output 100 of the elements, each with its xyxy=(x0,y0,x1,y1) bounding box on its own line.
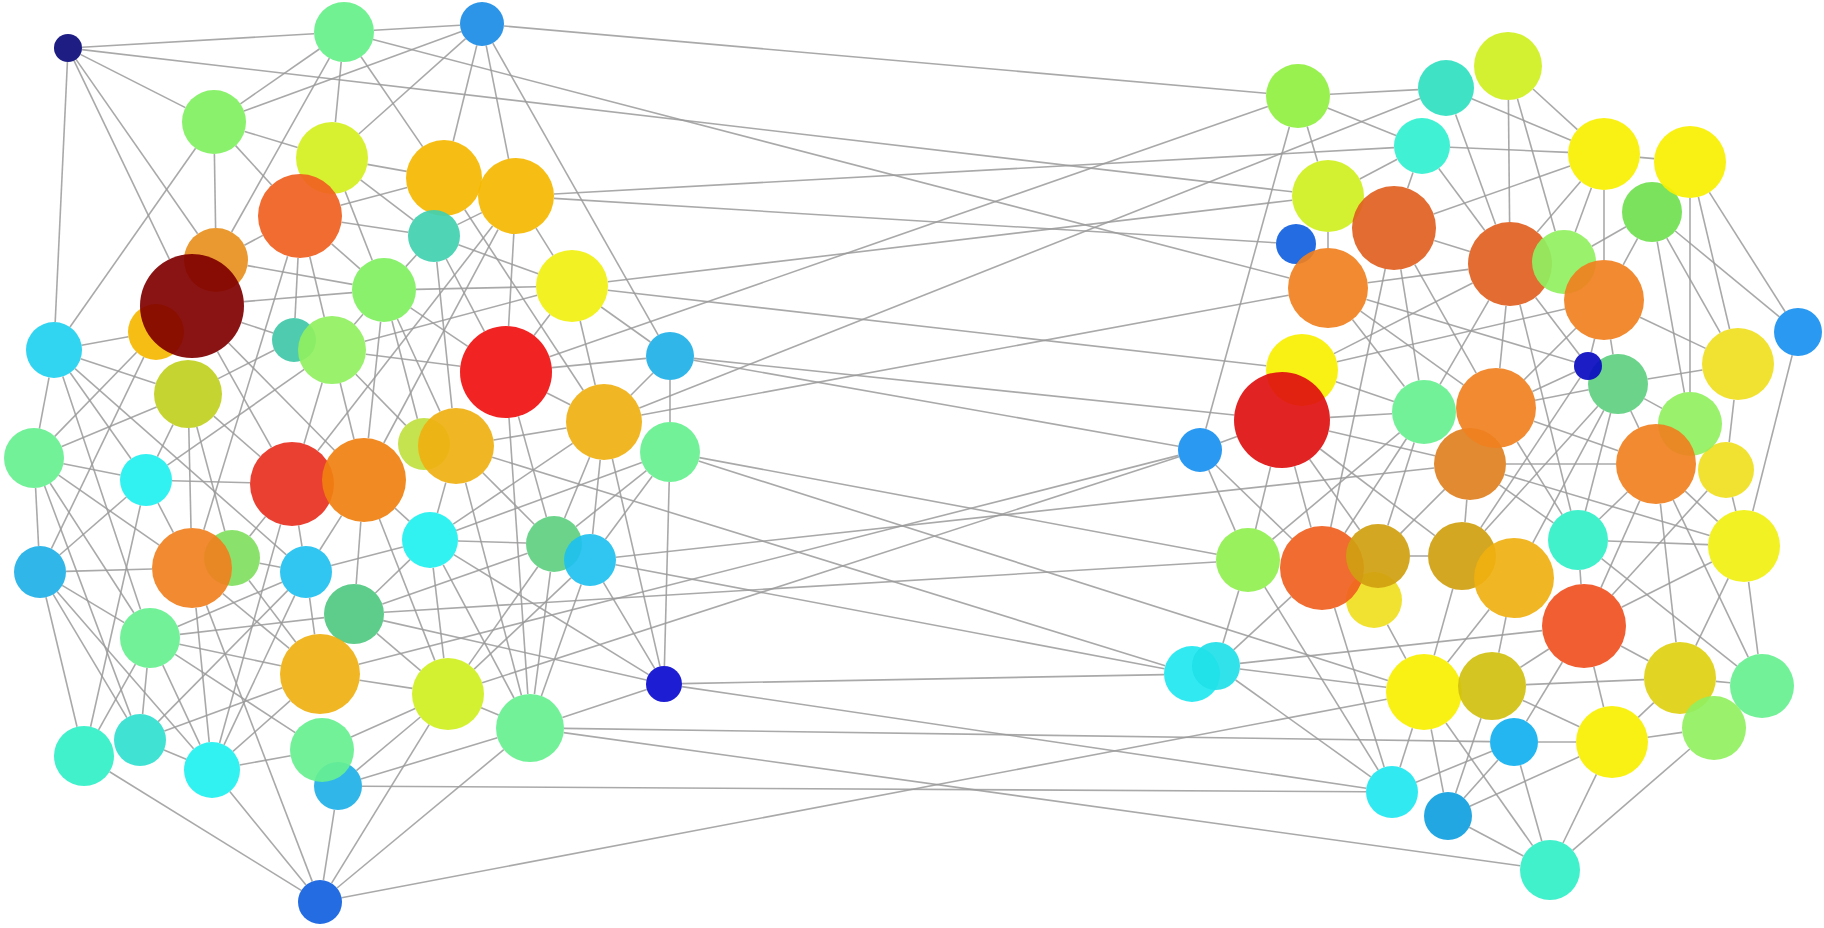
edge-line xyxy=(339,186,408,206)
edge-line xyxy=(229,790,307,886)
network-node xyxy=(1474,538,1554,618)
edge-line xyxy=(394,507,410,522)
edge-line xyxy=(1611,490,1708,596)
edge-line xyxy=(1308,458,1361,531)
edge-line xyxy=(604,475,653,540)
edge-line xyxy=(322,809,336,881)
edge-line xyxy=(157,502,175,534)
edge-line xyxy=(361,785,1367,793)
edge-line xyxy=(1507,99,1511,223)
edge-line xyxy=(246,264,354,286)
network-node xyxy=(646,332,694,380)
edge-line xyxy=(607,199,1293,283)
edge-line xyxy=(630,372,654,396)
edge-line xyxy=(1519,764,1543,842)
edge-line xyxy=(366,163,408,173)
edge-line xyxy=(1609,338,1614,356)
edge-line xyxy=(551,357,647,369)
edge-line xyxy=(179,616,325,636)
edge-line xyxy=(1646,731,1683,738)
network-node xyxy=(1280,526,1364,610)
edge-line xyxy=(508,417,529,695)
edge-line xyxy=(452,442,574,525)
edge-line xyxy=(1531,371,1576,393)
edge-line xyxy=(1205,126,1291,430)
edge-line xyxy=(243,30,463,112)
edge-line xyxy=(373,24,461,31)
edge-line xyxy=(223,594,296,746)
network-node xyxy=(1574,352,1602,380)
network-node xyxy=(154,360,222,428)
edge-line xyxy=(517,415,548,518)
edge-line xyxy=(178,643,282,667)
edge-line xyxy=(359,179,415,221)
edge-line xyxy=(1659,503,1677,643)
edge-line xyxy=(52,593,128,719)
edge-line xyxy=(1672,499,1749,658)
edge-line xyxy=(1728,399,1735,443)
network-node xyxy=(1520,840,1580,900)
edge-line xyxy=(353,313,364,326)
network-node xyxy=(1456,368,1536,448)
edge-line xyxy=(507,233,515,327)
edge-line xyxy=(1600,499,1641,589)
edge-line xyxy=(1454,113,1497,226)
edge-line xyxy=(553,146,1395,195)
edge-line xyxy=(457,540,527,544)
edge-line xyxy=(65,568,153,573)
edge-line xyxy=(1536,180,1582,233)
edge-line xyxy=(232,699,291,753)
edge-line xyxy=(1598,491,1629,520)
edge-line xyxy=(74,367,288,556)
edge-line xyxy=(1264,586,1379,771)
edge-line xyxy=(1409,555,1429,557)
edge-line xyxy=(1534,296,1581,356)
network-node xyxy=(26,322,82,378)
network-node xyxy=(1682,696,1746,760)
network-node xyxy=(1588,354,1648,414)
edge-line xyxy=(216,350,273,449)
network-node xyxy=(1490,718,1538,766)
edge-line xyxy=(1697,196,1731,330)
edge-line xyxy=(157,589,289,723)
edge-line xyxy=(1674,230,1781,318)
edge-line xyxy=(294,257,299,319)
edge-line xyxy=(1731,496,1737,512)
edge-line xyxy=(698,456,1218,555)
network-node xyxy=(418,408,494,484)
edge-line xyxy=(358,679,414,690)
edge-line xyxy=(396,318,441,413)
edge-line xyxy=(1579,569,1582,585)
edge-line xyxy=(1600,557,1738,667)
network-node xyxy=(1178,428,1222,472)
network-node xyxy=(114,714,166,766)
edge-line xyxy=(383,561,1217,613)
network-node xyxy=(1394,118,1450,174)
edge-line xyxy=(533,313,551,337)
network-node xyxy=(54,34,82,62)
network-node xyxy=(646,666,682,702)
edge-line xyxy=(1329,88,1419,95)
network-node xyxy=(298,880,342,924)
edge-line xyxy=(1344,438,1408,534)
edge-line xyxy=(1469,756,1580,807)
edge-line xyxy=(1534,389,1590,401)
edge-line xyxy=(607,289,1267,367)
edge-line xyxy=(1574,187,1593,233)
edge-line xyxy=(364,294,538,342)
edge-line xyxy=(243,234,264,246)
edge-line xyxy=(319,514,343,551)
edge-line xyxy=(1503,473,1711,537)
edge-line xyxy=(367,321,382,439)
edge-line xyxy=(1747,581,1759,655)
edge-line xyxy=(1406,171,1414,189)
edge-line xyxy=(1386,623,1407,660)
edge-line xyxy=(1523,327,1577,381)
edge-line xyxy=(340,698,1388,899)
network-node xyxy=(460,326,552,418)
edge-line xyxy=(243,130,299,149)
edge-line xyxy=(355,521,362,585)
network-node xyxy=(1288,248,1368,328)
network-node xyxy=(120,454,172,506)
edge-line xyxy=(240,321,274,334)
